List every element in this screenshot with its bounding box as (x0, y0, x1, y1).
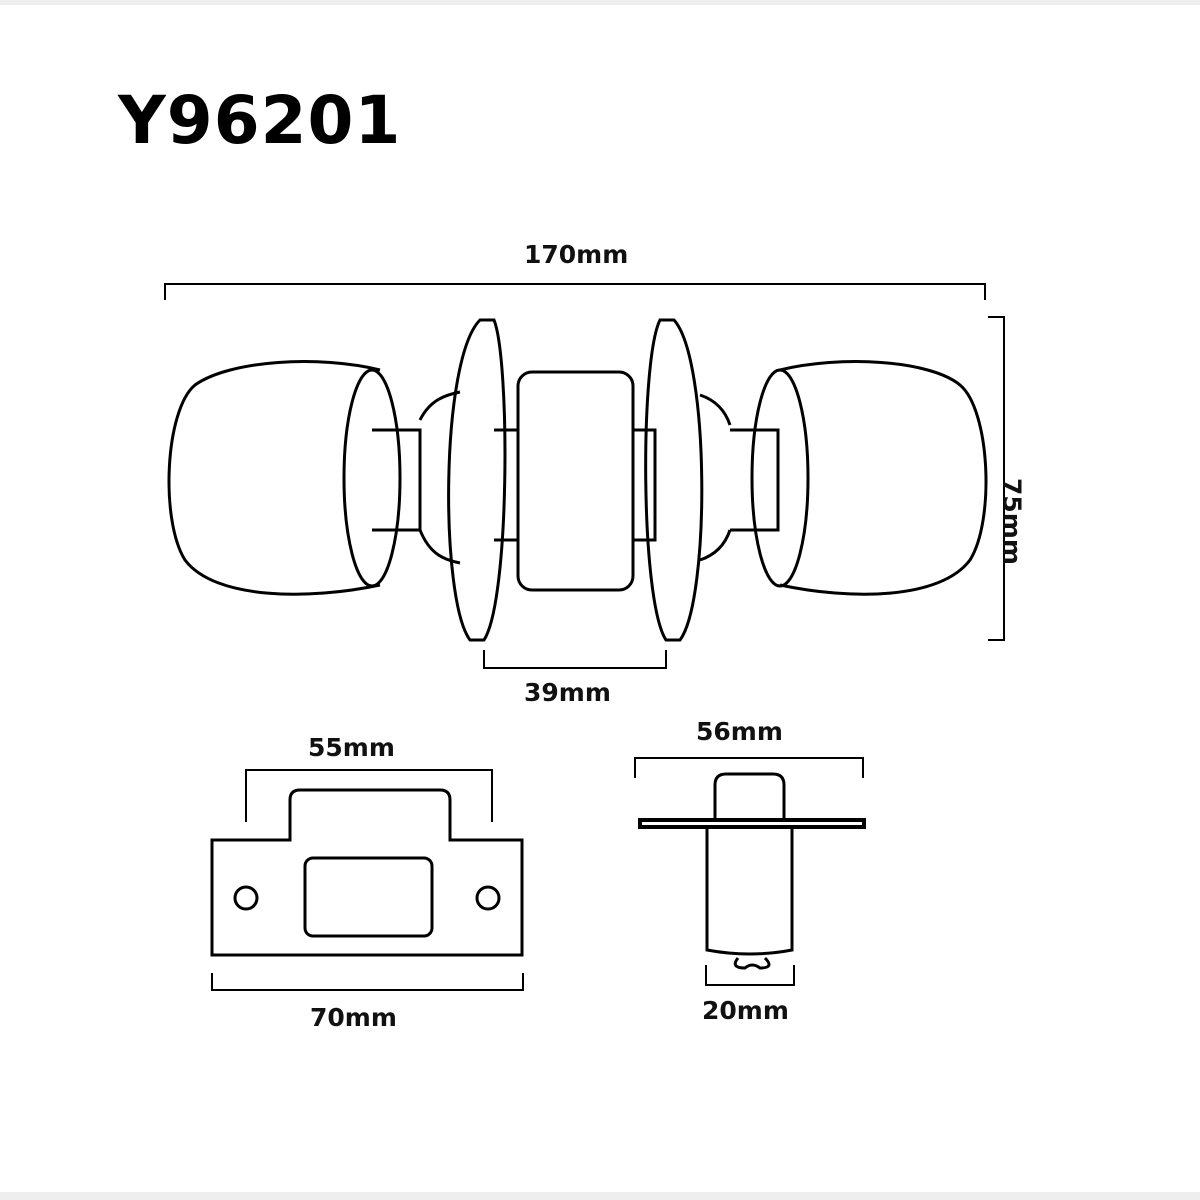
knob-set-drawing (164, 283, 1005, 669)
strike-opening (303, 856, 434, 938)
left-knob (167, 360, 381, 596)
latch-faceplate (638, 818, 866, 829)
strike-plate-drawing (210, 769, 524, 991)
dim-line-55 (245, 769, 493, 822)
dim-label-55: 55mm (308, 733, 395, 762)
right-rose (644, 318, 704, 642)
dim-label-70: 70mm (310, 1003, 397, 1032)
left-rose (447, 318, 507, 642)
dim-label-170: 170mm (524, 240, 629, 269)
dim-line-56 (634, 757, 864, 778)
latch-drawing (634, 757, 866, 986)
right-knob (779, 360, 988, 596)
dim-label-39: 39mm (524, 678, 611, 707)
screw-hole-left (233, 885, 259, 911)
latch-tube (705, 827, 794, 956)
dim-label-20: 20mm (702, 996, 789, 1025)
model-title: Y96201 (118, 82, 402, 159)
dim-label-56: 56mm (696, 717, 783, 746)
dim-label-75: 75mm (997, 478, 1027, 565)
strike-plate (210, 788, 524, 957)
dim-line-170 (164, 283, 986, 300)
dim-line-70 (211, 973, 524, 991)
dim-line-75 (988, 316, 1005, 641)
screw-hole-right (475, 885, 501, 911)
latch-bolt (713, 772, 786, 819)
latch-body (516, 370, 635, 592)
dim-line-39 (483, 650, 667, 669)
dim-line-20 (705, 965, 795, 986)
